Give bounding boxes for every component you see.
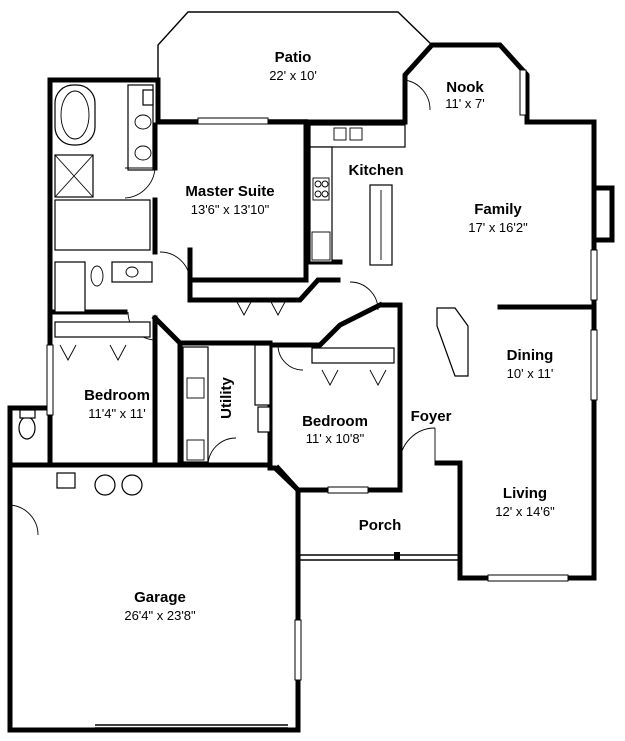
closets	[54, 299, 395, 386]
porch-outline	[298, 552, 460, 561]
patio-outline	[157, 11, 433, 121]
kitchen-fixtures	[309, 124, 406, 266]
living-dim: 12' x 14'6"	[495, 504, 555, 519]
family-dim: 17' x 16'2"	[468, 220, 528, 235]
nook-dim: 11' x 7'	[445, 96, 484, 111]
kitchen-name: Kitchen	[348, 162, 403, 179]
utility-name: Utility	[218, 377, 235, 419]
bedroom1-dim: 11'4" x 11'	[88, 406, 146, 421]
living-name: Living	[503, 485, 547, 502]
windows	[46, 69, 598, 681]
master-name: Master Suite	[185, 183, 274, 200]
foyer-angled-wall	[436, 307, 469, 377]
bedroom2-name: Bedroom	[302, 413, 368, 430]
room-labels: Patio 22' x 10' Nook 11' x 7' Kitchen Ma…	[84, 49, 555, 623]
utility-fixtures	[182, 344, 271, 463]
patio-dim: 22' x 10'	[269, 68, 317, 83]
dining-name: Dining	[507, 347, 554, 364]
family-name: Family	[474, 201, 522, 218]
porch-name: Porch	[359, 517, 402, 534]
garage-fixtures	[18, 409, 288, 729]
garage-dim: 26'4" x 23'8"	[124, 608, 196, 623]
patio-name: Patio	[275, 49, 312, 66]
foyer-name: Foyer	[411, 408, 452, 425]
garage-name: Garage	[134, 589, 186, 606]
master-dim: 13'6" x 13'10"	[191, 202, 270, 217]
dining-dim: 10' x 11'	[507, 366, 554, 381]
nook-name: Nook	[446, 79, 484, 96]
master-bath-fixtures	[54, 84, 154, 313]
door-swings	[9, 79, 436, 536]
bedroom1-name: Bedroom	[84, 387, 150, 404]
bedroom2-dim: 11' x 10'8"	[306, 431, 365, 446]
